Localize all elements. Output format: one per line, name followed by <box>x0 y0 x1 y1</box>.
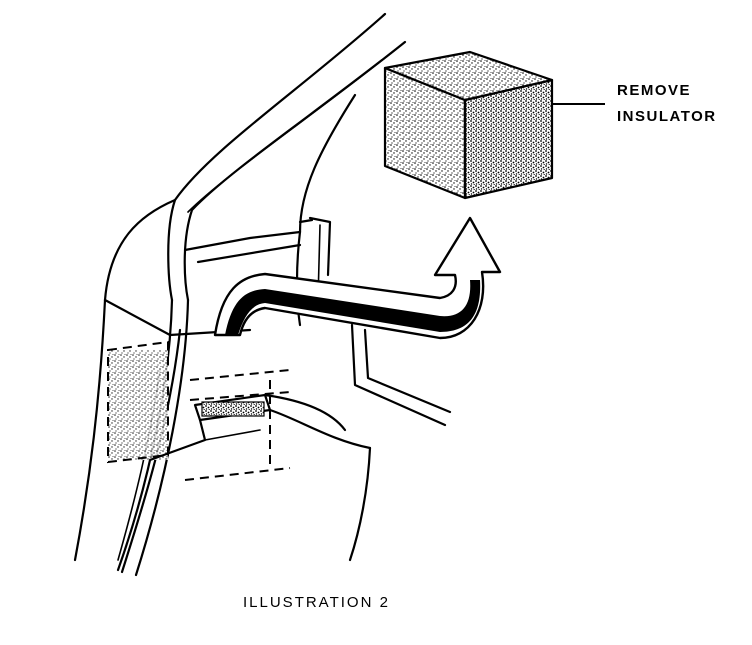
figure-caption: ILLUSTRATION 2 <box>243 594 390 611</box>
callout-line-2: INSULATOR <box>617 108 717 125</box>
insulator-block <box>383 50 554 200</box>
hidden-compartment <box>107 340 291 481</box>
lower-panel <box>148 393 372 562</box>
removal-arrow <box>213 216 502 340</box>
callout-label: REMOVE INSULATOR <box>617 78 717 130</box>
roof-pillar <box>103 12 407 302</box>
duct-edge <box>350 323 452 427</box>
callout-line-1: REMOVE <box>617 82 692 99</box>
